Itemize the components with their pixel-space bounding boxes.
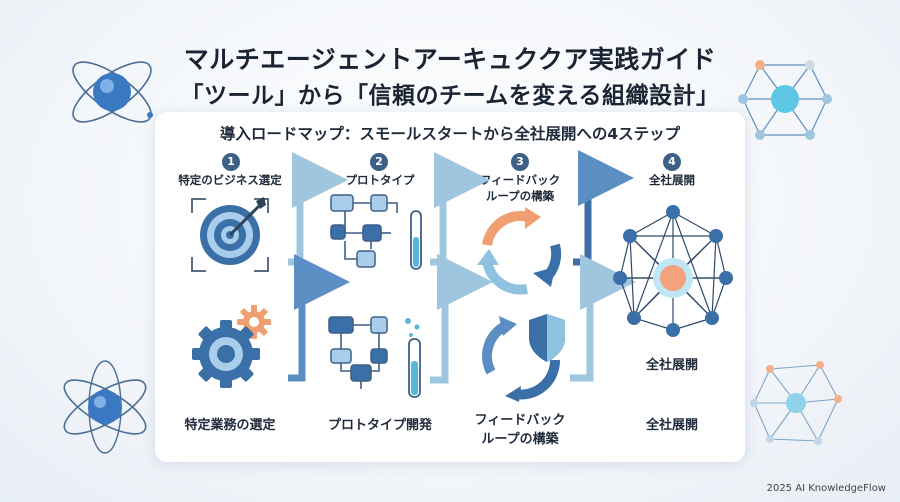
network-icon-bottom-right: [750, 361, 842, 445]
network-icon: [613, 205, 733, 337]
step-3-number: 3: [511, 153, 529, 171]
step-4-bottom-label: 全社展開: [645, 418, 698, 433]
step-4-number: 4: [663, 153, 681, 171]
step-4-middle-label: 全社展開: [645, 358, 698, 373]
page-title-line1: マルチエージェントアーキュククア実践ガイド: [183, 45, 717, 74]
roadmap-subtitle: 導入ロードマップ：スモールスタートから全社展開への4ステップ: [219, 125, 681, 143]
step-1-label: 特定のビジネス選定: [178, 173, 282, 187]
step-3-bottom-label-line1: フィードバック: [474, 413, 566, 428]
step-4-label: 全社展開: [649, 173, 695, 187]
footer-credit: 2025 AI KnowledgeFlow: [766, 483, 886, 494]
arrow-bottom-3-4: [570, 254, 636, 382]
step-1-number: 1: [222, 153, 240, 171]
target-icon: [191, 197, 269, 272]
arrow-top-2-3: [430, 152, 490, 266]
atom-icon-top-left: [72, 61, 153, 123]
flowchart-icon: [330, 194, 422, 270]
arrow-top-1-2: [288, 152, 348, 266]
step-3-bottom-label-line2: ループの構築: [481, 432, 559, 447]
gear-icon: [192, 305, 271, 388]
cycle-shield-icon: [482, 314, 565, 402]
cycle-arrows-icon: [477, 207, 562, 295]
step-1-bottom-label: 特定業務の選定: [184, 418, 276, 433]
step-2-number: 2: [370, 153, 388, 171]
step-2-label: プロトタイプ: [345, 173, 415, 187]
page-title-line2: 「ツール」から「信頼のチームを変える組織設計」: [180, 83, 720, 109]
step-3-label-line2: ループの構築: [485, 189, 555, 203]
step-3-label-line1: フィードバック: [479, 173, 561, 187]
network-icon-top-right: [738, 60, 832, 140]
atom-icon-bottom-left: [63, 360, 147, 454]
arrow-top-3-4: [573, 150, 634, 266]
arrow-bottom-2-3: [430, 254, 493, 384]
step-2-bottom-label: プロトタイプ開発: [327, 418, 432, 433]
flowchart-test-tube-icon: [328, 316, 421, 398]
arrow-bottom-1-2: [288, 254, 350, 382]
